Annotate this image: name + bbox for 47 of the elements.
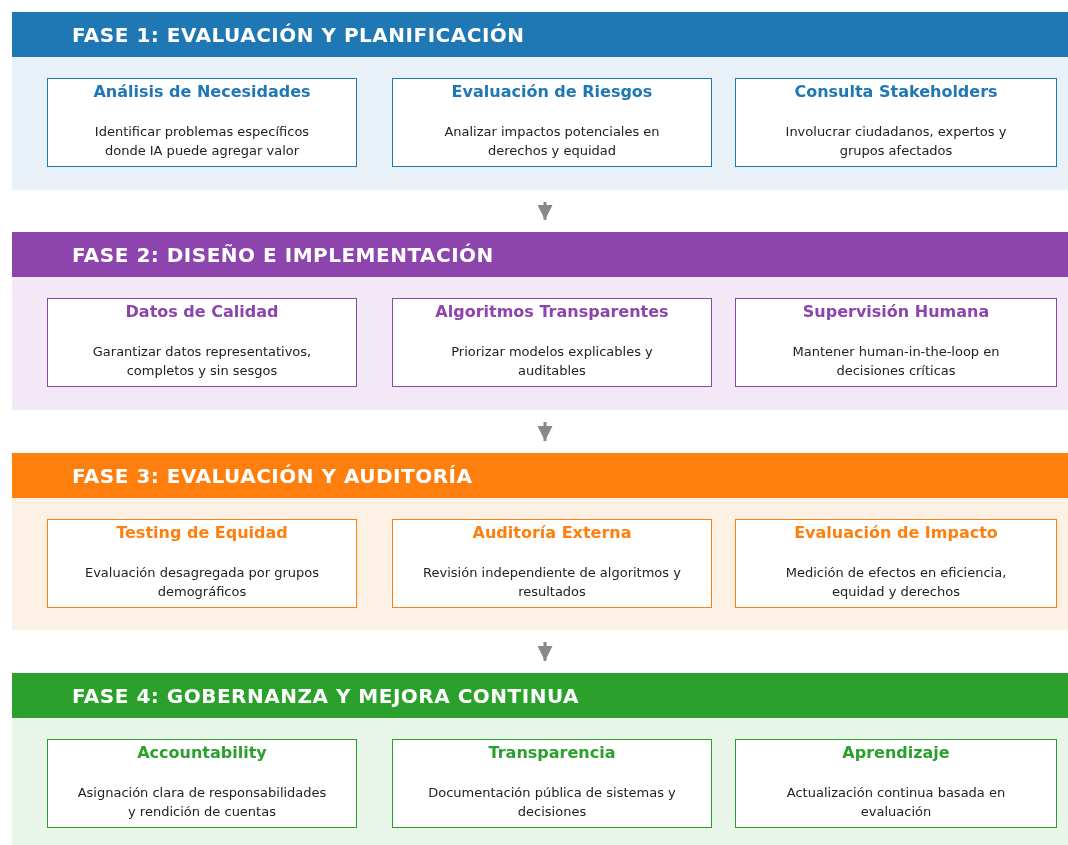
step-card <box>735 298 1057 387</box>
step-description: Priorizar modelos explicables y auditables <box>450 343 654 380</box>
step-description: Medición de efectos en eficiencia, equidad y derechos <box>784 564 1008 601</box>
step-card <box>47 739 357 828</box>
step-card <box>392 739 712 828</box>
step-title: Análisis de Necesidades <box>93 81 311 103</box>
step-description: Identificar problemas específicos donde IA puede agregar valor <box>93 123 311 160</box>
step-card <box>735 739 1057 828</box>
step-description: Actualización continua basada en evaluación <box>785 784 1007 821</box>
step-description: Garantizar datos representativos, completos y sin sesgos <box>91 343 313 380</box>
step-description: Mantener human-in-the-loop en decisiones críticas <box>791 343 1001 380</box>
step-title: Auditoría Externa <box>472 522 632 544</box>
step-card <box>735 519 1057 608</box>
phase-header: FASE 4: GOBERNANZA Y MEJORA CONTINUA <box>12 673 1068 718</box>
phase-header: FASE 2: DISEÑO E IMPLEMENTACIÓN <box>12 232 1068 277</box>
step-title: Accountability <box>137 742 267 764</box>
step-title: Aprendizaje <box>842 742 950 764</box>
step-description: Asignación clara de responsabilidades y rendición de cuentas <box>76 784 328 821</box>
step-title: Evaluación de Riesgos <box>451 81 653 103</box>
phase-panel <box>12 232 1068 410</box>
step-card <box>392 298 712 387</box>
step-title: Supervisión Humana <box>802 301 990 323</box>
step-title: Algoritmos Transparentes <box>435 301 669 323</box>
arrow <box>537 642 553 661</box>
step-description: Analizar impactos potenciales en derechos y equidad <box>443 123 661 160</box>
step-description: Documentación pública de sistemas y decisiones <box>427 784 677 821</box>
step-card <box>47 298 357 387</box>
step-description: Involucrar ciudadanos, expertos y grupos afectados <box>784 123 1008 160</box>
arrow <box>537 202 553 220</box>
step-card <box>392 78 712 167</box>
phase-panel <box>12 12 1068 190</box>
step-card <box>735 78 1057 167</box>
step-card <box>392 519 712 608</box>
step-card <box>47 519 357 608</box>
phase-header: FASE 3: EVALUACIÓN Y AUDITORÍA <box>12 453 1068 498</box>
step-description: Evaluación desagregada por grupos demográficos <box>83 564 321 601</box>
phase-panel <box>12 673 1068 845</box>
arrow <box>537 422 553 441</box>
phase-header: FASE 1: EVALUACIÓN Y PLANIFICACIÓN <box>12 12 1068 57</box>
step-title: Testing de Equidad <box>116 522 288 544</box>
step-title: Evaluación de Impacto <box>794 522 998 544</box>
step-description: Revisión independiente de algoritmos y resultados <box>422 564 682 601</box>
step-title: Transparencia <box>488 742 616 764</box>
step-title: Datos de Calidad <box>125 301 279 323</box>
step-title: Consulta Stakeholders <box>794 81 998 103</box>
phase-panel <box>12 453 1068 630</box>
step-card <box>47 78 357 167</box>
